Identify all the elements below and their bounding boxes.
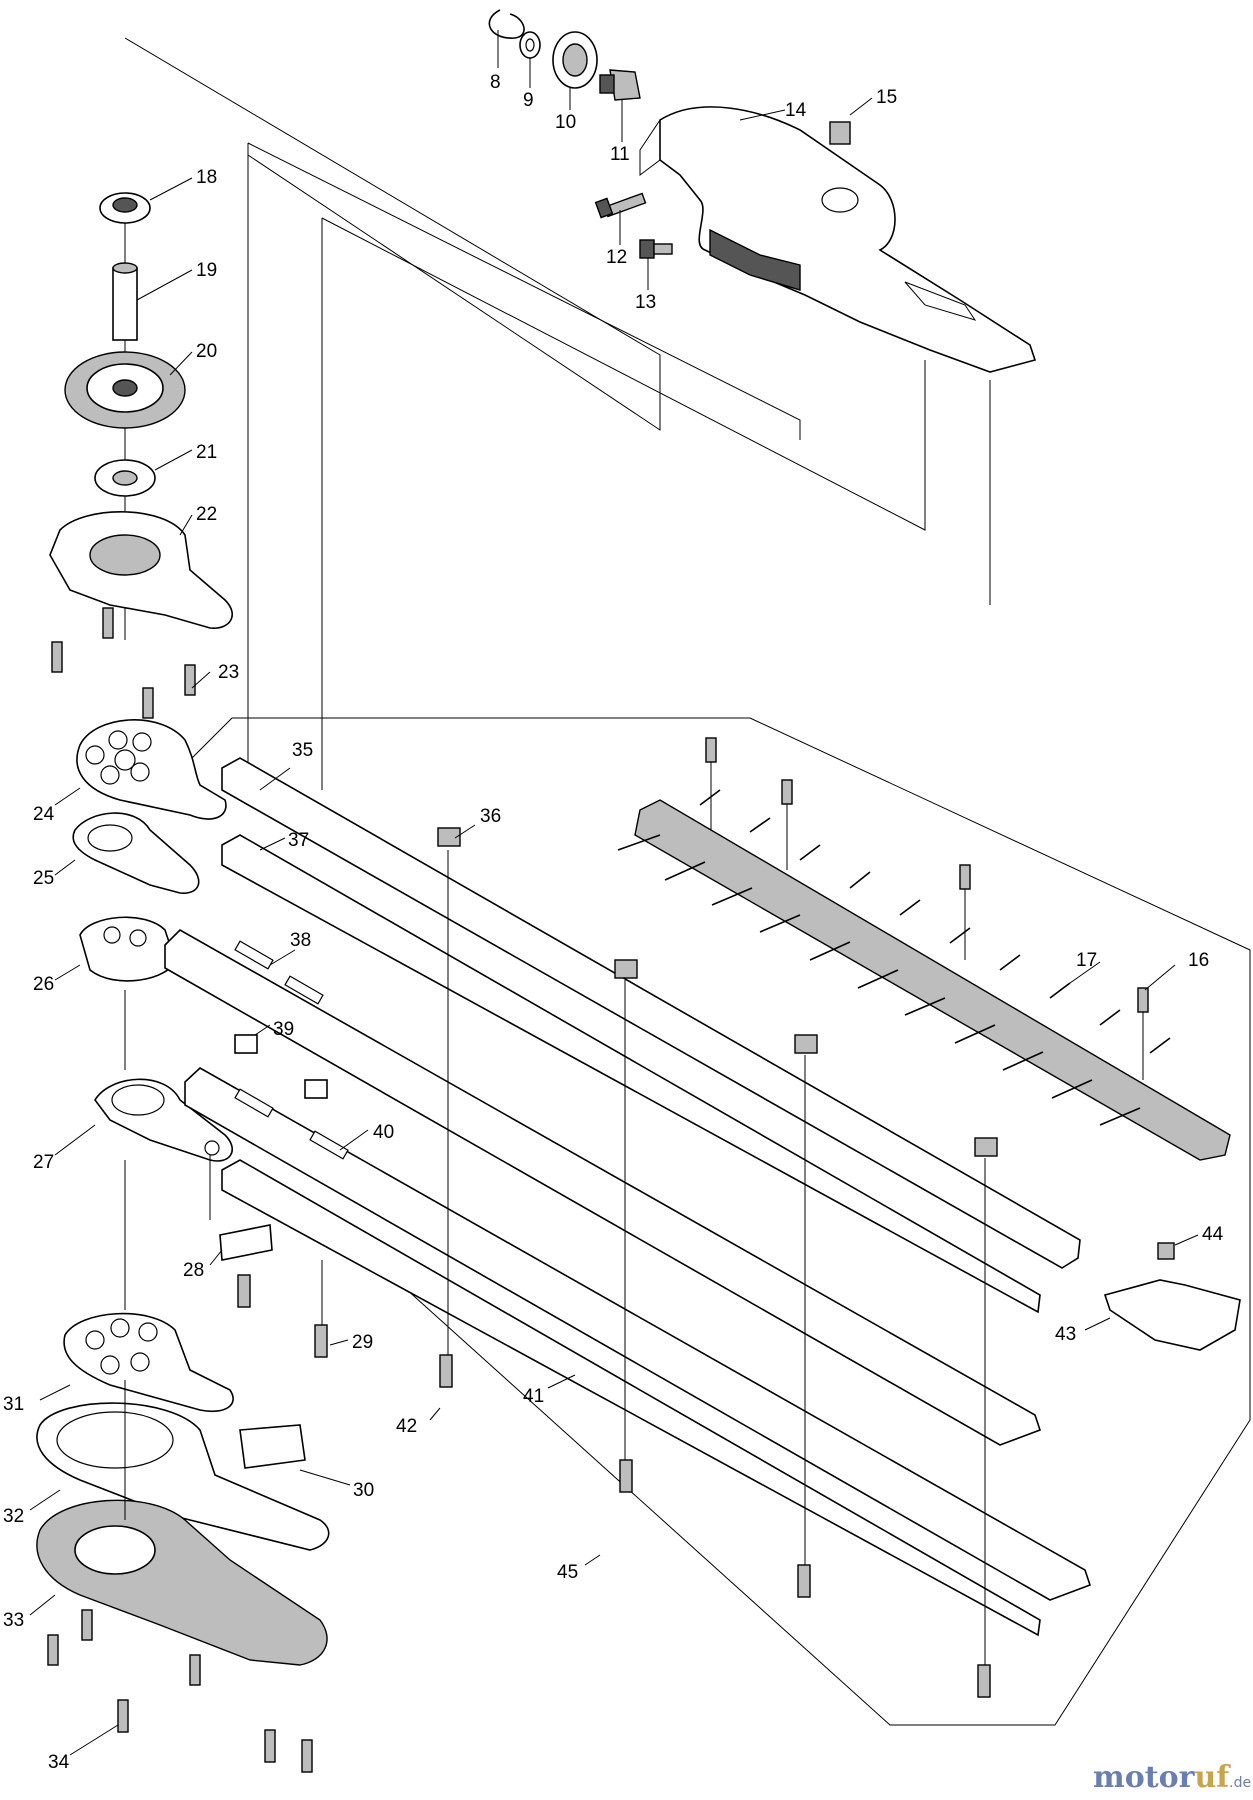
bearing-18	[99, 192, 151, 224]
part-label-33: 33	[3, 1610, 24, 1631]
part-label-26: 26	[33, 974, 54, 995]
part-label-21: 21	[196, 442, 217, 463]
gear-case-cover	[639, 106, 1037, 373]
part-label-19: 19	[196, 260, 217, 281]
eccentric-26	[79, 916, 176, 982]
plate-24	[76, 719, 227, 820]
part-label-37: 37	[288, 830, 309, 851]
upper-blade-38	[164, 929, 1042, 1446]
part-label-12: 12	[606, 247, 627, 268]
part-label-13: 13	[635, 292, 656, 313]
guide-bar-35	[221, 757, 1081, 1269]
lower-blade-40	[184, 1067, 1092, 1601]
part-label-16: 16	[1188, 950, 1209, 971]
screws-23	[51, 607, 196, 719]
guide-plate-37	[221, 834, 1041, 1314]
part-label-20: 20	[196, 341, 217, 362]
part-label-22: 22	[196, 504, 217, 525]
nuts-39	[234, 1034, 328, 1099]
part-label-39: 39	[273, 1019, 294, 1040]
part-label-30: 30	[353, 1480, 374, 1501]
part-label-25: 25	[33, 868, 54, 889]
shaft-19	[112, 262, 138, 341]
bolt-13	[639, 239, 673, 259]
part-label-45: 45	[557, 1562, 578, 1583]
nuts-36	[437, 827, 998, 1157]
shear-blade-17	[617, 789, 1231, 1161]
block-30	[239, 1424, 306, 1469]
washer	[519, 31, 541, 59]
part-label-43: 43	[1055, 1324, 1076, 1345]
part-label-17: 17	[1076, 950, 1097, 971]
bearing-top	[552, 31, 598, 89]
part-label-29: 29	[352, 1332, 373, 1353]
part-label-34: 34	[48, 1752, 70, 1773]
bolts-42	[237, 1274, 991, 1698]
part-label-15: 15	[876, 87, 897, 108]
bearing-21	[94, 459, 156, 497]
bolt-12	[594, 192, 647, 219]
pinion-gear	[599, 69, 641, 101]
part-label-10: 10	[555, 112, 576, 133]
clip-28	[219, 1224, 273, 1261]
crank-27	[94, 1078, 233, 1162]
gear-case-bottom-33	[36, 1499, 328, 1666]
part-label-44: 44	[1202, 1224, 1224, 1245]
part-label-40: 40	[373, 1122, 394, 1143]
part-label-35: 35	[292, 740, 313, 761]
nut-15	[829, 121, 851, 145]
part-label-9: 9	[523, 90, 534, 111]
screws-34	[47, 1609, 313, 1773]
circlip	[488, 9, 525, 39]
part-label-27: 27	[33, 1152, 54, 1173]
part-label-42: 42	[396, 1416, 417, 1437]
plate-31	[63, 1312, 234, 1412]
guide-lines	[124, 762, 1144, 1665]
part-label-31: 31	[3, 1394, 24, 1415]
part-label-28: 28	[183, 1260, 204, 1281]
part-labels: 8 9 10 11 12 13 14 15 16 17 18 19 20 21 …	[3, 72, 1224, 1773]
part-label-11: 11	[610, 144, 630, 165]
watermark-brand-b: uf	[1194, 1760, 1231, 1795]
part-label-23: 23	[218, 662, 239, 683]
part-label-38: 38	[290, 930, 311, 951]
gasket-32	[36, 1402, 330, 1551]
blade-guard-43	[1103, 1242, 1241, 1351]
part-label-8: 8	[490, 72, 501, 93]
part-label-18: 18	[196, 167, 217, 188]
watermark-suffix: .de	[1229, 1775, 1251, 1791]
leader-lines	[29, 30, 1199, 1756]
part-label-41: 41	[523, 1386, 544, 1407]
bottom-bar-41	[221, 1159, 1041, 1637]
watermark-brand-a: motor	[1093, 1760, 1196, 1795]
part-label-36: 36	[480, 806, 501, 827]
brand-watermark: motoruf.de	[1093, 1760, 1251, 1795]
gear-20	[64, 351, 186, 429]
part-label-14: 14	[785, 100, 807, 121]
assembly-outline	[124, 37, 1251, 1726]
spacer-25	[72, 812, 200, 894]
gear-housing-22	[49, 511, 233, 629]
part-label-24: 24	[33, 804, 55, 825]
part-label-32: 32	[3, 1506, 24, 1527]
svg-text:motoruf.de: motoruf.de	[1093, 1760, 1251, 1795]
